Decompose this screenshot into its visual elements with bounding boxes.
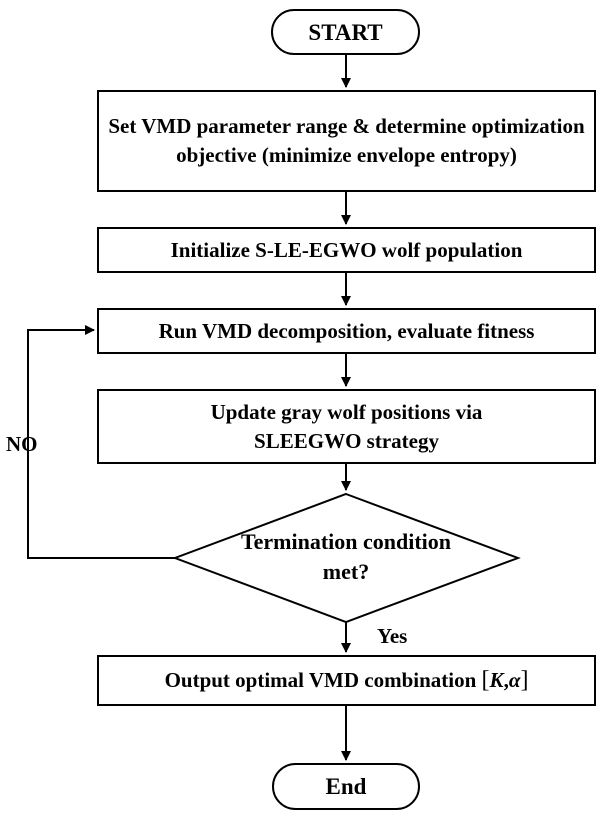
process-run-vmd-label: Run VMD decomposition, evaluate fitness	[158, 318, 535, 343]
process-output-optimal: Output optimal VMD combination [K,α]	[97, 655, 596, 706]
start-node: START	[271, 9, 420, 55]
end-node: End	[272, 763, 420, 810]
output-alpha-symbol: α	[508, 668, 521, 692]
process-output-optimal-label: Output optimal VMD combination [K,α]	[165, 666, 529, 695]
process-update-positions-label: Update gray wolf positions via SLEEGWO s…	[210, 399, 483, 453]
start-label: START	[308, 19, 383, 45]
output-k-symbol: K	[489, 668, 504, 692]
output-close-bracket: ]	[520, 667, 529, 693]
end-label: End	[325, 774, 367, 799]
decision-label: Termination condition met?	[240, 529, 452, 584]
output-open-bracket: [	[481, 667, 490, 693]
process-set-parameters-label: Set VMD parameter range & determine opti…	[108, 114, 585, 167]
no-branch-label: NO	[6, 432, 38, 456]
process-set-parameters: Set VMD parameter range & determine opti…	[97, 90, 596, 192]
process-run-vmd: Run VMD decomposition, evaluate fitness	[97, 308, 596, 354]
process-update-positions: Update gray wolf positions via SLEEGWO s…	[97, 389, 596, 464]
arrow-no-loop	[27, 325, 175, 559]
process-initialize-population-label: Initialize S-LE-EGWO wolf population	[170, 237, 523, 262]
yes-branch-label: Yes	[377, 624, 408, 648]
process-initialize-population: Initialize S-LE-EGWO wolf population	[97, 227, 596, 273]
output-comma: ,	[503, 668, 509, 692]
decision-label-container: Termination condition met?	[236, 524, 456, 590]
output-text: Output optimal VMD combination	[164, 668, 477, 692]
